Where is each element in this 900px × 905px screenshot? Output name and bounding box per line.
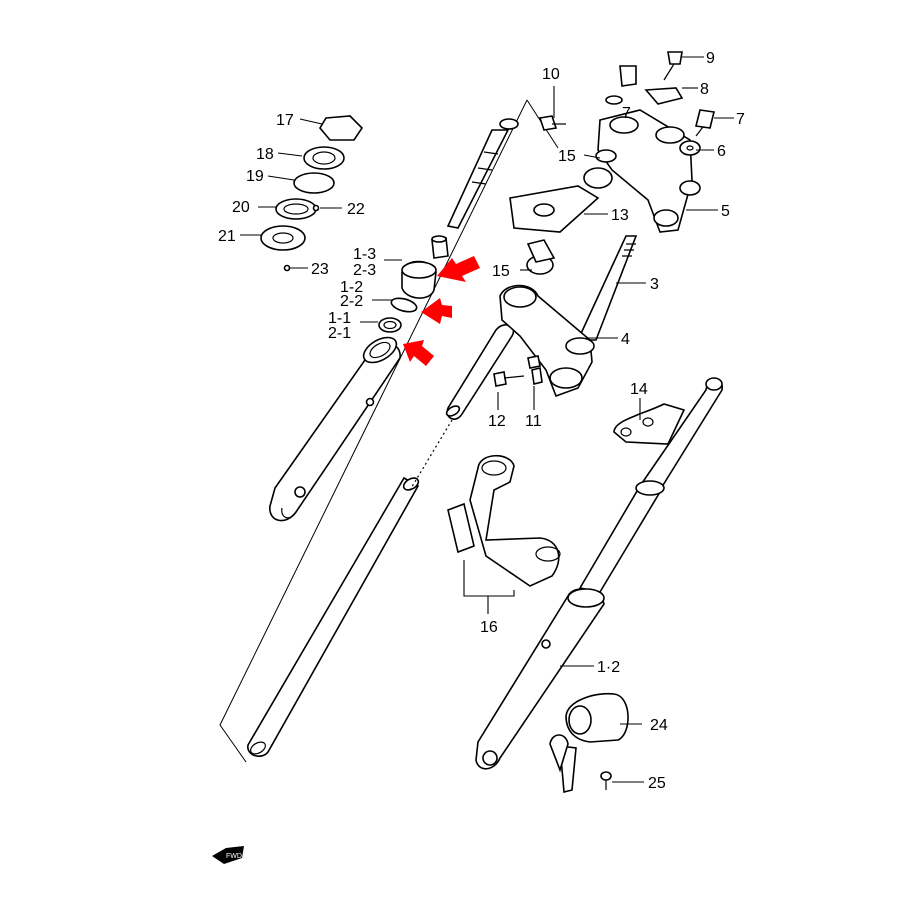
label-3: 3 bbox=[650, 276, 659, 293]
label-24: 24 bbox=[650, 717, 668, 734]
label-6: 6 bbox=[717, 143, 726, 160]
label-5: 5 bbox=[721, 203, 730, 220]
part-labels: 9 8 10 7 7 6 15 5 13 15 3 4 12 11 14 16 … bbox=[218, 50, 745, 792]
label-15-upper: 15 bbox=[558, 148, 576, 165]
left-fork-outer-tube bbox=[269, 336, 401, 522]
label-1-1: 1-1 bbox=[328, 310, 351, 327]
label-16: 16 bbox=[480, 619, 498, 636]
fork-spring bbox=[409, 324, 515, 491]
steering-lock bbox=[549, 692, 629, 794]
label-20: 20 bbox=[232, 199, 250, 216]
arrow-icon bbox=[421, 298, 452, 324]
label-19: 19 bbox=[246, 168, 264, 185]
headlight-bracket-lower bbox=[447, 454, 561, 587]
leader-lines bbox=[240, 56, 734, 783]
inner-fork-tube bbox=[247, 476, 420, 757]
highlight-arrows bbox=[403, 256, 480, 366]
label-1-2: 1-2 bbox=[340, 279, 363, 296]
label-9: 9 bbox=[706, 50, 715, 67]
label-2-2: 2-2 bbox=[340, 293, 363, 310]
label-2-3: 2-3 bbox=[353, 262, 376, 279]
label-7-upper: 7 bbox=[622, 105, 631, 122]
label-14: 14 bbox=[630, 381, 648, 398]
fwd-badge-text: FWD bbox=[226, 853, 242, 860]
arrow-icon bbox=[437, 256, 480, 282]
label-10: 10 bbox=[542, 66, 560, 83]
label-1-3: 1-3 bbox=[353, 246, 376, 263]
label-8: 8 bbox=[700, 81, 709, 98]
label-21: 21 bbox=[218, 228, 236, 245]
top-fasteners bbox=[538, 51, 715, 156]
label-18: 18 bbox=[256, 146, 274, 163]
fork-seal-stack bbox=[378, 235, 449, 333]
label-7: 7 bbox=[736, 111, 745, 128]
arrow-icon bbox=[403, 340, 434, 366]
damper-rod bbox=[446, 118, 519, 229]
label-4: 4 bbox=[621, 331, 630, 348]
label-15-lower: 15 bbox=[492, 263, 510, 280]
headlight-bracket-upper bbox=[509, 149, 617, 275]
handlebar-holder bbox=[597, 109, 701, 233]
fwd-arrow-icon: FWD bbox=[212, 846, 244, 864]
label-1-2-right: 1·2 bbox=[597, 659, 620, 676]
label-12: 12 bbox=[488, 413, 506, 430]
label-23: 23 bbox=[311, 261, 329, 278]
label-22: 22 bbox=[347, 201, 365, 218]
right-fork-assembly bbox=[475, 377, 723, 770]
steering-stem bbox=[499, 235, 638, 398]
label-25: 25 bbox=[648, 775, 666, 792]
label-11: 11 bbox=[525, 413, 542, 430]
label-2-1: 2-1 bbox=[328, 325, 351, 342]
clamp-bolt-and-nut bbox=[493, 355, 543, 387]
label-13: 13 bbox=[611, 207, 629, 224]
assembly-frame bbox=[219, 99, 559, 763]
steering-bearing-stack bbox=[260, 115, 364, 272]
label-17: 17 bbox=[276, 112, 294, 129]
